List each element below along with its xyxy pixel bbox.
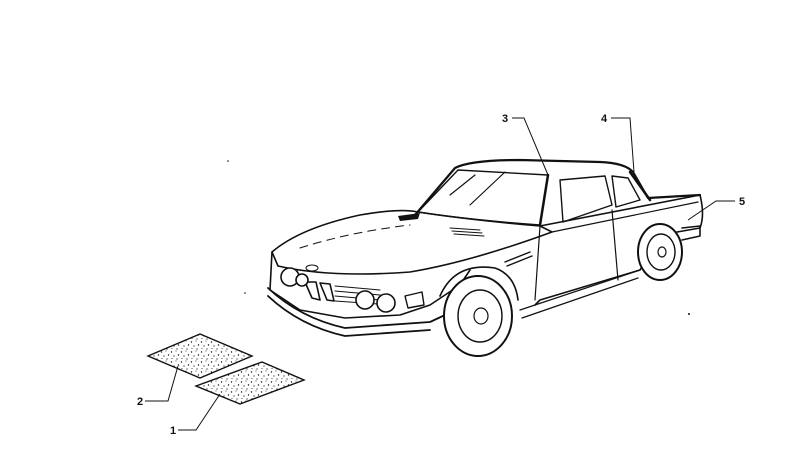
leader-line-3 — [512, 117, 549, 176]
car-rear-bumper — [681, 225, 701, 241]
car-windshield — [417, 169, 549, 226]
callout-label-5: 5 — [739, 196, 745, 208]
car-beltline — [551, 201, 699, 233]
car-hood-centerline — [299, 224, 411, 249]
car-c-pillar — [628, 170, 652, 202]
car-hood-vent — [398, 213, 420, 221]
car-windshield-reflection — [449, 171, 506, 206]
car-front-wheel — [443, 275, 513, 357]
car-rear-wheel — [637, 223, 683, 281]
car-headlight-left-inner — [295, 273, 309, 287]
callout-5: 5 — [687, 196, 745, 221]
car-headlight-right-outer — [376, 293, 396, 313]
car-side-vent — [504, 251, 533, 267]
car-rear-window — [611, 175, 641, 208]
callout-label-3: 3 — [502, 113, 508, 125]
leader-line-2 — [145, 365, 179, 402]
leader-line-1 — [178, 393, 221, 431]
car-roof-outline — [413, 158, 702, 217]
car-rocker — [519, 269, 641, 319]
car-kidney-grille — [304, 281, 335, 302]
car-door-line — [534, 209, 619, 301]
car-front-wheel-arch — [439, 266, 519, 301]
callout-label-4: 4 — [601, 113, 608, 125]
callout-3: 3 — [502, 113, 549, 176]
speck — [688, 313, 690, 315]
floor-mat-1 — [194, 361, 306, 405]
leader-line-5 — [687, 200, 735, 221]
car-grille-slats — [334, 285, 381, 305]
car-turn-signal — [404, 291, 425, 309]
callout-1: 1 — [170, 393, 221, 437]
car-badge — [305, 264, 319, 272]
car-side-window — [559, 175, 613, 223]
callout-2: 2 — [137, 365, 179, 408]
callout-label-1: 1 — [170, 425, 176, 437]
leader-line-4 — [611, 117, 635, 173]
speck — [244, 292, 246, 294]
speck — [227, 160, 229, 162]
callout-4: 4 — [601, 113, 635, 173]
car-illustration — [267, 158, 704, 357]
car-cowl-grille — [449, 227, 485, 237]
floor-mat-2 — [146, 333, 254, 379]
car-a-pillar — [538, 173, 550, 227]
car-headlight-right-inner — [355, 290, 375, 310]
car-front-bumper — [267, 287, 446, 337]
car-hood — [271, 209, 553, 275]
callout-label-2: 2 — [137, 396, 143, 408]
